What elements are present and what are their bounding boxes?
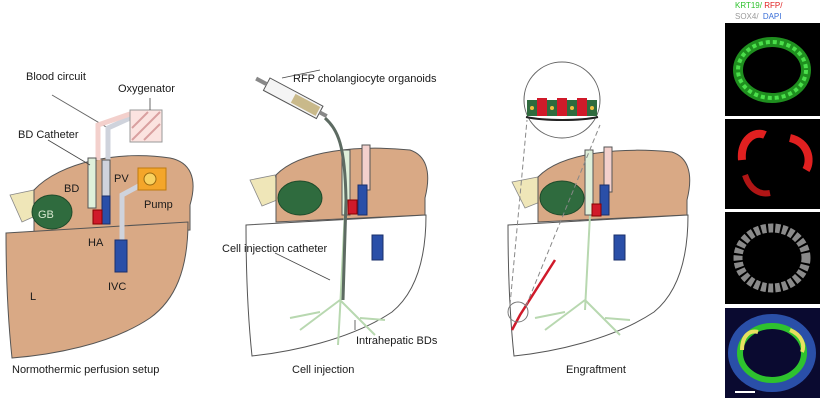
- stain-krt19: KRT19/: [735, 1, 763, 10]
- gallbladder-shape: [539, 180, 585, 216]
- bd-label: BD: [64, 183, 79, 195]
- oxygenator-hatch: [131, 111, 161, 141]
- liver-shape: [5, 221, 189, 359]
- gb-label: GB: [38, 209, 54, 221]
- leader-line: [274, 252, 331, 281]
- tube-shape: [105, 115, 132, 160]
- liver-outline-shape: [507, 214, 689, 357]
- pv-vessel: [357, 184, 368, 216]
- intrahepatic-bds-shape: [289, 209, 386, 346]
- stain-rfp: RFP/: [764, 1, 783, 10]
- ivc-vessel: [613, 234, 626, 261]
- engraftment-caption: Engraftment: [566, 364, 626, 376]
- perfusion-caption: Normothermic perfusion setup: [12, 364, 159, 376]
- oxygenator-label: Oxygenator: [118, 83, 175, 95]
- rfp-signal: [742, 173, 771, 197]
- ha-vessel: [347, 199, 358, 215]
- epithelium-cells: [527, 98, 597, 116]
- blood-circuit-label: Blood circuit: [26, 71, 86, 83]
- intrahepatic-bds-shape: [534, 214, 631, 336]
- pump-label: Pump: [144, 199, 173, 211]
- tube-shape: [361, 144, 371, 191]
- catheter-label: Cell injection catheter: [222, 243, 328, 255]
- liver-label: L: [30, 291, 36, 303]
- pv-vessel: [599, 184, 610, 216]
- zoom-line: [525, 124, 601, 307]
- syringe-icon: [255, 76, 328, 120]
- bd-catheter-shape: [584, 149, 594, 216]
- basement-membrane: [525, 116, 599, 121]
- ha-vessel: [591, 203, 602, 217]
- perfusion-panel: Blood circuit Oxygenator BD Catheter BD …: [5, 71, 194, 376]
- tube-shape: [95, 111, 131, 160]
- zoom-origin-circle: [507, 301, 529, 323]
- bd-catheter-label: BD Catheter: [18, 129, 79, 141]
- ivc-vessel: [371, 234, 384, 261]
- ha-label: HA: [88, 237, 104, 249]
- stain-sox4: SOX4/: [735, 12, 759, 21]
- pv-label: PV: [114, 173, 129, 185]
- organoids-label: RFP cholangiocyte organoids: [293, 73, 437, 85]
- intrahepatic-label: Intrahepatic BDs: [356, 335, 438, 347]
- injection-caption: Cell injection: [292, 364, 354, 376]
- microscopy-column: KRT19/ RFP/ SOX4/ DAPI: [725, 1, 820, 398]
- engraftment-panel: Engraftment: [507, 61, 691, 376]
- ivc-vessel: [114, 239, 128, 273]
- injection-panel: RFP cholangiocyte organoids Cell injecti…: [222, 69, 438, 376]
- merge-krt19-ring: [737, 323, 807, 383]
- pump-rotor: [143, 172, 157, 186]
- gallbladder-shape: [31, 194, 73, 230]
- stain-legend: KRT19/ RFP/: [735, 1, 783, 10]
- sox4-ring: [733, 223, 811, 293]
- rfp-signal: [788, 134, 813, 173]
- leader-line: [281, 69, 321, 79]
- injection-catheter-shape: [323, 116, 348, 301]
- rfp-signal: [737, 129, 767, 161]
- engrafted-cells-shape: [510, 259, 557, 331]
- gallbladder-shape: [277, 180, 323, 216]
- merge-rfp-signal: [740, 329, 759, 351]
- rfp-image: [725, 119, 820, 209]
- merge-rfp-signal: [789, 328, 806, 353]
- bd-catheter-shape: [87, 157, 97, 209]
- pv-vessel: [101, 195, 111, 225]
- ivc-label: IVC: [108, 281, 126, 293]
- leader-line: [47, 139, 91, 166]
- zoom-line: [509, 119, 528, 306]
- ha-vessel: [92, 209, 103, 225]
- krt19-ring-texture: [736, 40, 808, 100]
- dapi-ring: [728, 314, 816, 392]
- stain-legend-2: SOX4/ DAPI: [735, 12, 781, 21]
- stain-dapi: DAPI: [763, 12, 782, 21]
